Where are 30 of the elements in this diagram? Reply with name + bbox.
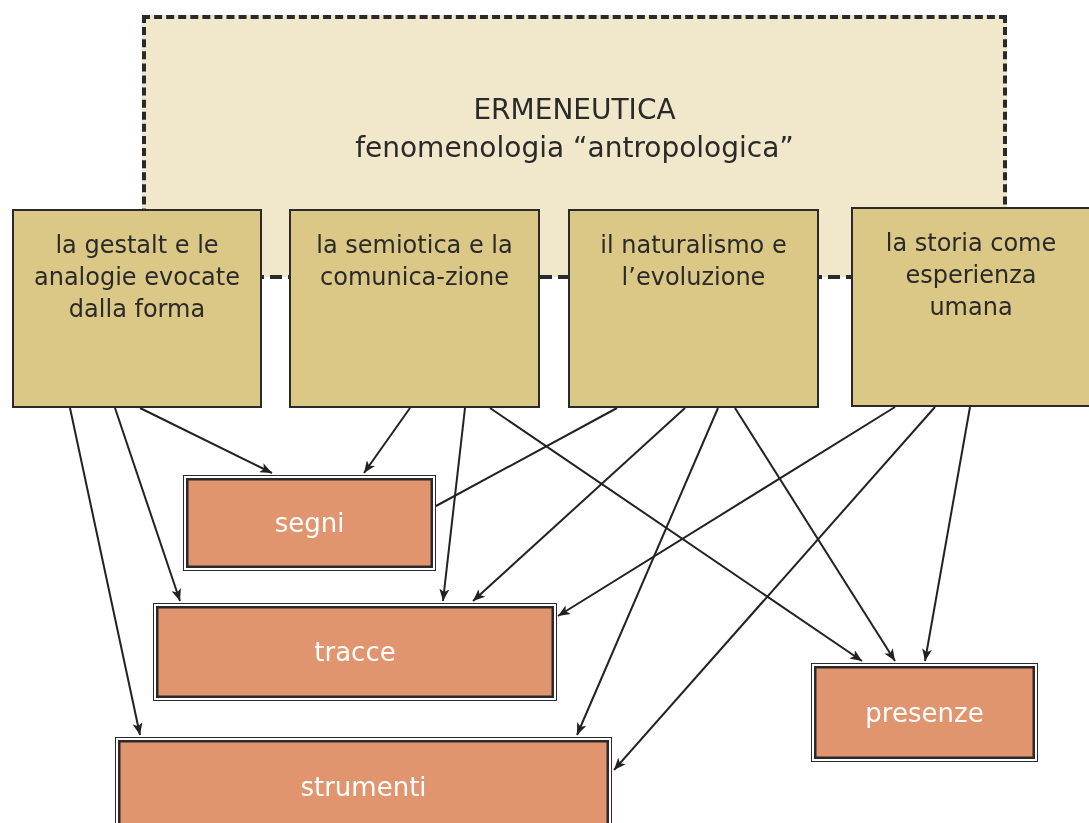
topic-box: [568, 209, 819, 408]
arrow: [734, 407, 896, 662]
box-label: segni: [274, 508, 345, 538]
arrow: [114, 407, 181, 602]
box-label: il naturalismo e l’evoluzione: [599, 230, 788, 293]
arrow: [557, 406, 896, 617]
category-box: [183, 475, 436, 571]
box-label: la storia come esperienza umana: [884, 228, 1058, 323]
box-label: la gestalt e le analogie evocate dalla forma: [33, 230, 241, 325]
box-label: tracce: [314, 637, 396, 667]
category-box: [153, 603, 557, 701]
category-box: [811, 663, 1038, 762]
arrow: [922, 406, 971, 662]
arrow: [363, 407, 411, 474]
arrow: [576, 407, 719, 736]
arrow: [439, 407, 466, 602]
topic-box: [12, 209, 262, 408]
arrow: [69, 407, 143, 736]
heading: ERMENEUTICA: [472, 92, 677, 128]
box-label: la semiotica e la comunica-zione: [315, 230, 514, 293]
topic-box: [851, 207, 1089, 407]
subheading: fenomenologia “antropologica”: [354, 130, 795, 166]
arrow: [472, 407, 686, 602]
arrow: [489, 407, 863, 662]
box-label: strumenti: [300, 772, 427, 802]
arrow: [613, 406, 936, 771]
arrow: [139, 407, 273, 474]
topic-box: [289, 209, 540, 408]
box-label: presenze: [865, 697, 984, 728]
category-box: [115, 737, 612, 823]
